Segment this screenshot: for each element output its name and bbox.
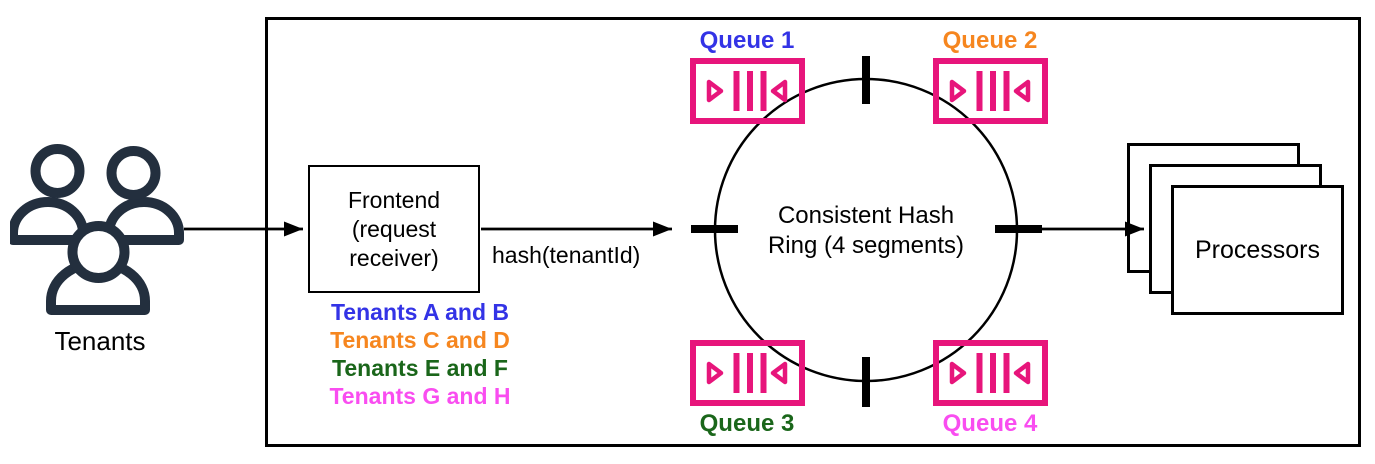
hash-ring-label: Consistent Hash Ring (4 segments) xyxy=(736,201,996,261)
tenant-group-e-f: Tenants E and F xyxy=(332,355,508,381)
hash-edge-label: hash(tenantId) xyxy=(492,242,641,268)
tenants-users-icon xyxy=(10,140,190,318)
queue-2-label: Queue 2 xyxy=(942,27,1038,54)
hash-ring-label-line-2: Ring (4 segments) xyxy=(767,232,965,259)
queue-3-icon xyxy=(690,340,805,406)
frontend-box: Frontend (request receiver) xyxy=(308,165,480,293)
tenants-label: Tenants xyxy=(54,326,146,356)
tenant-groups-list: Tenants A and B Tenants C and D Tenants … xyxy=(310,298,530,410)
processor-box-front: Processors xyxy=(1171,185,1344,315)
queue-2-icon xyxy=(933,58,1048,124)
processors-label: Processors xyxy=(1194,235,1321,264)
frontend-line-3: receiver) xyxy=(349,244,439,271)
queue-1-icon xyxy=(690,58,805,124)
hash-ring-label-line-1: Consistent Hash xyxy=(777,202,955,229)
queue-3-label: Queue 3 xyxy=(699,410,795,437)
frontend-line-1: Frontend xyxy=(347,186,441,213)
queue-4-icon xyxy=(933,340,1048,406)
frontend-line-2: (request xyxy=(351,215,437,242)
queue-1-label: Queue 1 xyxy=(699,27,795,54)
tenant-group-c-d: Tenants C and D xyxy=(330,327,510,353)
tenant-group-g-h: Tenants G and H xyxy=(329,383,511,409)
system-boundary-box xyxy=(265,17,1361,447)
tenant-group-a-b: Tenants A and B xyxy=(330,299,510,325)
queue-4-label: Queue 4 xyxy=(942,410,1038,437)
